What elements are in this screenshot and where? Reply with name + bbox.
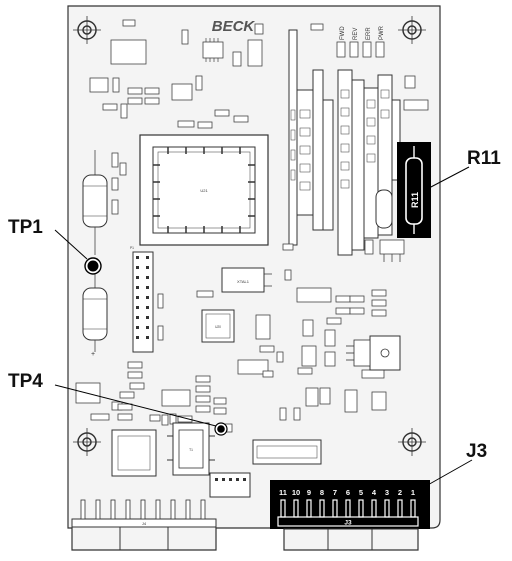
mounting-hole-top-left [73, 16, 101, 44]
module-strip-details [290, 89, 390, 191]
mounting-hole-bottom-left [73, 428, 101, 456]
mounting-hole-top-right [398, 16, 426, 44]
j3-pin-number: 4 [372, 488, 377, 497]
callout-line-j3 [425, 459, 473, 487]
led-label-pwr: PWR [379, 25, 385, 40]
test-point-tp1 [84, 257, 102, 275]
j3-pin-number: 8 [320, 488, 324, 497]
chip-u20-label: U20 [215, 325, 221, 329]
connector-j3-highlight: 11 10 9 8 7 6 5 4 3 2 1 J3 [270, 480, 430, 529]
ribbon-header [252, 439, 322, 465]
connector-j4: J4 [71, 499, 217, 551]
j3-pin-number: 6 [346, 488, 350, 497]
test-point-tp4 [214, 422, 228, 436]
transformer-t1: T1 [167, 422, 215, 476]
connector-j5 [209, 472, 251, 498]
voltage-regulator-q1 [346, 335, 401, 371]
j3-pin-number: 7 [333, 488, 337, 497]
socket-u25 [111, 429, 157, 477]
crystal-oscillator-vertical [375, 189, 393, 229]
led-label-group: FWD REV ERR PWR [340, 25, 385, 40]
header-p1-label: P1 [130, 246, 134, 250]
header-p1: P1 [130, 246, 154, 353]
component-cluster-bottom-left [75, 361, 233, 433]
j3-pin-number: 3 [385, 488, 389, 497]
connector-j3-housing [283, 528, 419, 551]
callout-label-r11: R11 [467, 148, 501, 169]
svg-text:+: + [91, 351, 95, 358]
right-side-parts [364, 75, 429, 262]
j3-pin-number: 2 [398, 488, 402, 497]
capacitor-lower: + [82, 270, 108, 358]
j3-pin-number: 10 [292, 488, 300, 497]
callout-line-tp4 [54, 384, 217, 427]
j3-pin-number: 9 [307, 488, 311, 497]
j3-pin-number: 5 [359, 488, 363, 497]
callout-line-tp1 [54, 229, 88, 260]
callout-label-j3: J3 [466, 441, 487, 462]
led-label-fwd: FWD [340, 26, 346, 40]
j3-pin-number: 11 [279, 488, 287, 497]
led-label-err: ERR [366, 27, 372, 40]
crystal-xtal1: XTAL1 [221, 267, 265, 293]
crystal-xtal1-label: XTAL1 [237, 279, 250, 284]
resistor-r11-highlight: R11 [397, 142, 431, 238]
mounting-hole-bottom-right [398, 428, 426, 456]
j3-pin-number-row: 11 10 9 8 7 6 5 4 3 2 1 [279, 488, 415, 497]
connector-j3-label: J3 [344, 520, 352, 527]
transformer-t1-label: T1 [189, 448, 193, 452]
led-label-rev: REV [353, 28, 359, 40]
callout-line-r11 [428, 166, 470, 189]
resistor-r11-body-label: R11 [410, 192, 420, 208]
brand-logo: BECK [212, 18, 256, 35]
connector-j4-label: J4 [142, 521, 147, 526]
main-processor-label: U21 [200, 188, 208, 193]
j3-pin-number: 1 [411, 488, 415, 497]
chip-u20: U20 [201, 309, 235, 343]
led-row [336, 41, 385, 58]
callout-label-tp4: TP4 [8, 371, 43, 392]
capacitor-upper [82, 150, 108, 255]
main-processor-chip: U21 [139, 134, 269, 246]
resistor-pins [205, 38, 219, 62]
callout-label-tp1: TP1 [8, 217, 43, 238]
